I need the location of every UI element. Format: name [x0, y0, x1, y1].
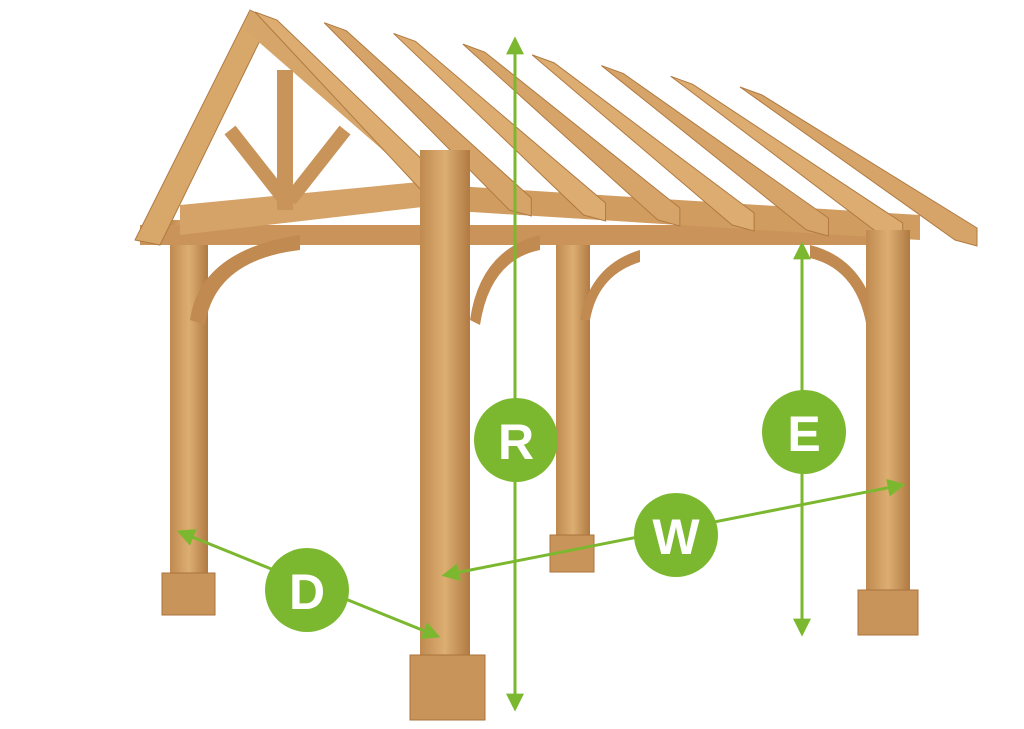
rafter: [739, 86, 978, 247]
dimension-badge-d: D: [265, 548, 349, 632]
dimension-label-w: W: [652, 509, 700, 565]
roof-rafters: [254, 11, 978, 247]
rafter: [601, 65, 829, 237]
dimension-label-r: R: [498, 414, 534, 470]
rafter: [323, 22, 532, 217]
rafter: [531, 54, 755, 232]
dimension-label-d: D: [289, 564, 325, 620]
back-middle-post: [549, 245, 595, 573]
dimension-label-e: E: [787, 406, 820, 462]
dimension-badge-w: W: [634, 493, 718, 577]
dimension-badge-r: R: [474, 398, 558, 482]
front-right-post: [857, 230, 919, 636]
rafter: [393, 32, 607, 222]
dimension-badge-e: E: [762, 390, 846, 474]
